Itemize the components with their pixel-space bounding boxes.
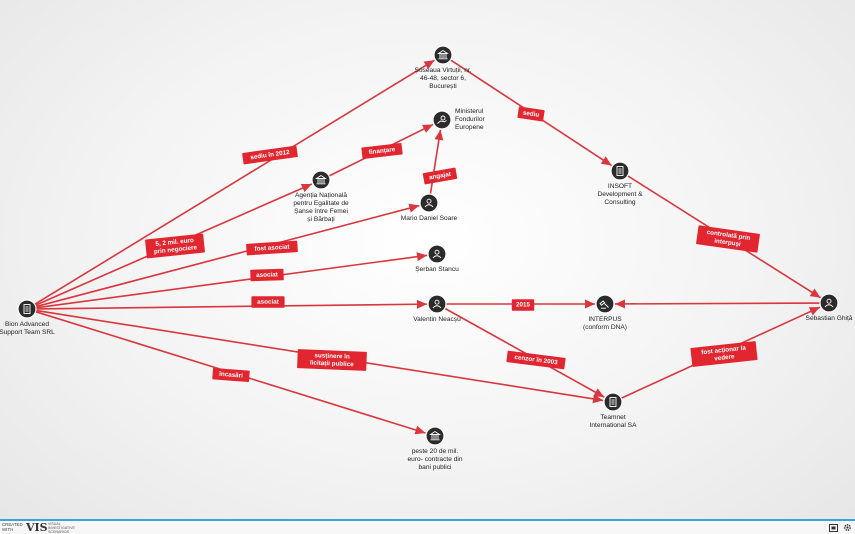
edge-label-text: sediu [522,109,539,118]
edge-bion-serban[interactable] [35,252,428,309]
edge-sebastian-interpus[interactable] [614,299,821,309]
edge-label[interactable]: fost asociat [246,240,298,256]
edge-label[interactable]: angajat [422,167,458,185]
edge-label[interactable]: sediu [517,106,545,122]
edge-label[interactable]: finanțare [361,143,403,159]
node-valentin[interactable]: Valentin Neacșu [413,294,461,323]
edge-label[interactable]: asociat [251,296,285,308]
network-graph[interactable]: sediu în 2012 sediu finanțare angajat 5, 2 m… [0,0,855,519]
document-icon [23,304,31,314]
vis-logo[interactable]: VIS [26,521,48,534]
edge-label[interactable]: cenzor în 2003 [506,350,566,370]
edge-labels-layer: sediu în 2012 sediu finanțare angajat 5, 2 m… [145,106,760,383]
edge-bion-virtutii[interactable] [34,59,435,305]
node-label: Șerban Stancu [415,266,459,273]
fullscreen-icon[interactable] [828,523,838,532]
edge-bion-valentin[interactable] [35,299,428,310]
edge-label-text: fost acționar la [701,344,747,356]
footer-bar: CREATED WITH VIS VISUAL INVESTIGATIVE SC… [0,519,855,534]
node-interpus[interactable]: INTERPUS(conform DNA) [583,294,627,331]
node-label: Șoseaua Virtuții, nr.46-48, sector 6,Buc… [414,67,471,90]
node-label: INTERPUS(conform DNA) [583,316,627,331]
node-mario[interactable]: Mario Daniel Soare [401,193,458,222]
edge-label-text: asociat [256,271,279,279]
gear-icon[interactable] [842,523,852,532]
edge-label[interactable]: încasări [212,367,250,383]
edge-label-text: asociat [257,299,280,306]
person-icon [432,299,442,309]
node-label: Valentin Neacșu [413,316,461,323]
person-icon [432,249,442,259]
edge-label-text: fost asociat [254,243,290,252]
person-icon [424,198,434,208]
edge-label-text: licitații publice [310,360,354,369]
building-icon [315,174,327,185]
edge-label-text: interpuși [714,238,742,249]
edge-bion-mario[interactable] [35,203,420,308]
node-virtutii[interactable]: Șoseaua Virtuții, nr.46-48, sector 6,Buc… [414,45,472,90]
edge-label[interactable]: sediu în 2012 [242,145,298,165]
edge-mario-ministerul[interactable] [429,129,444,195]
gavel-icon [599,300,609,309]
person-icon [824,298,834,308]
node-label: Sebastian Ghiță [806,315,853,322]
hand-coins-icon [437,115,447,124]
edge-label[interactable]: asociat [250,268,284,282]
created-with-text: CREATED WITH [2,522,23,532]
building-icon [429,430,441,441]
edge-label-text: finanțare [368,146,396,156]
node-circle[interactable] [425,426,445,446]
node-circle[interactable] [433,45,453,65]
document-icon [616,166,624,176]
edge-label-text: 5, 2 mil. euro [155,237,194,248]
building-icon [437,49,449,60]
edge-label-text: prin negociere [153,244,197,255]
edge-label-text: vedere [714,353,735,362]
node-label: Mario Daniel Soare [401,215,458,222]
node-serban[interactable]: Șerban Stancu [415,244,459,273]
node-sebastian[interactable]: Sebastian Ghiță [806,293,853,322]
edge-label-text: susținere în [314,352,350,360]
vis-logo-subtitle: VISUAL INVESTIGATIVE SCENARIOS [48,522,75,534]
node-circle[interactable] [311,170,331,190]
edge-label[interactable]: 2015 [511,299,535,311]
edge-label-text: angajat [429,171,453,182]
document-icon [609,397,617,407]
edge-label-text: 2015 [516,302,531,309]
edge-label-text: încasări [218,371,244,380]
